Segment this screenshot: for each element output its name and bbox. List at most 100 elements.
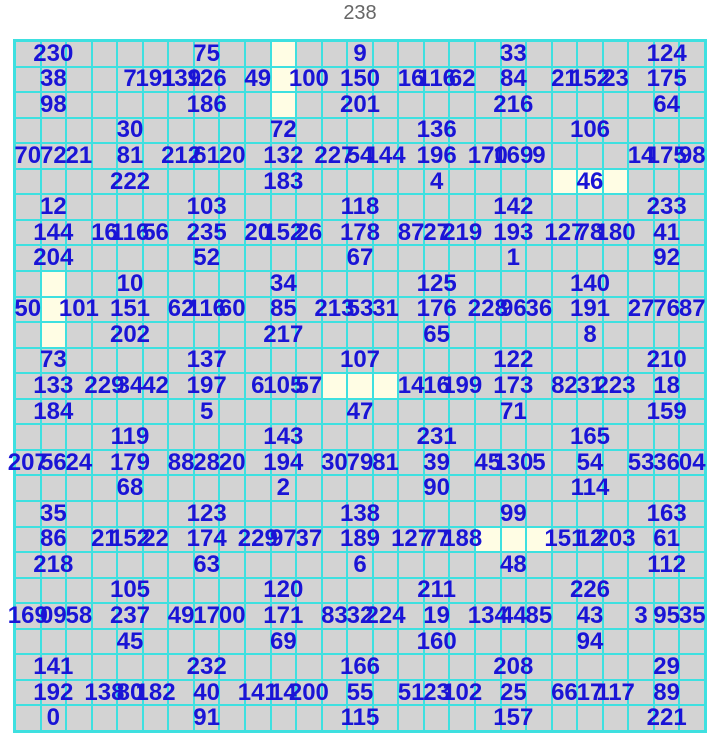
- grid-cell[interactable]: [526, 501, 552, 527]
- grid-cell[interactable]: [15, 679, 41, 706]
- grid-cell[interactable]: [91, 501, 118, 527]
- grid-cell[interactable]: [372, 603, 399, 629]
- grid-cell[interactable]: [270, 654, 297, 680]
- grid-cell[interactable]: [628, 603, 654, 629]
- grid-cell[interactable]: [602, 398, 629, 425]
- grid-cell[interactable]: [193, 245, 220, 271]
- grid-cell[interactable]: [398, 271, 424, 297]
- grid-cell[interactable]: [398, 143, 424, 169]
- grid-cell[interactable]: [142, 449, 169, 476]
- empty-cell[interactable]: [270, 66, 297, 93]
- grid-cell[interactable]: [423, 168, 450, 195]
- grid-cell[interactable]: [526, 66, 552, 93]
- empty-cell[interactable]: [270, 92, 297, 118]
- grid-cell[interactable]: [628, 41, 654, 67]
- grid-cell[interactable]: [551, 501, 578, 527]
- grid-cell[interactable]: [551, 347, 578, 374]
- grid-cell[interactable]: [142, 41, 169, 67]
- grid-cell[interactable]: [372, 475, 399, 501]
- grid-cell[interactable]: [142, 92, 169, 118]
- grid-cell[interactable]: [117, 117, 143, 144]
- grid-cell[interactable]: [91, 679, 118, 706]
- grid-cell[interactable]: [296, 679, 322, 706]
- grid-cell[interactable]: [500, 705, 527, 731]
- grid-cell[interactable]: [15, 398, 41, 425]
- grid-cell[interactable]: [577, 475, 603, 501]
- grid-cell[interactable]: [66, 705, 92, 731]
- grid-cell[interactable]: [245, 92, 271, 118]
- grid-cell[interactable]: [500, 603, 527, 629]
- grid-cell[interactable]: [398, 398, 424, 425]
- grid-cell[interactable]: [398, 475, 424, 501]
- grid-cell[interactable]: [15, 705, 41, 731]
- grid-cell[interactable]: [142, 219, 169, 246]
- grid-cell[interactable]: [628, 373, 654, 399]
- grid-cell[interactable]: [577, 705, 603, 731]
- grid-cell[interactable]: [40, 66, 67, 93]
- grid-cell[interactable]: [91, 628, 118, 655]
- grid-cell[interactable]: [321, 705, 348, 731]
- grid-cell[interactable]: [449, 577, 475, 604]
- grid-cell[interactable]: [142, 322, 169, 348]
- grid-cell[interactable]: [321, 654, 348, 680]
- grid-cell[interactable]: [423, 245, 450, 271]
- grid-cell[interactable]: [347, 66, 373, 93]
- grid-cell[interactable]: [40, 117, 67, 144]
- grid-cell[interactable]: [40, 501, 67, 527]
- grid-cell[interactable]: [66, 603, 92, 629]
- grid-cell[interactable]: [40, 41, 67, 67]
- grid-cell[interactable]: [321, 66, 348, 93]
- grid-cell[interactable]: [321, 296, 348, 323]
- grid-cell[interactable]: [628, 424, 654, 450]
- grid-cell[interactable]: [628, 347, 654, 374]
- grid-cell[interactable]: [449, 628, 475, 655]
- grid-cell[interactable]: [321, 271, 348, 297]
- grid-cell[interactable]: [423, 526, 450, 553]
- grid-cell[interactable]: [168, 168, 194, 195]
- grid-cell[interactable]: [15, 271, 41, 297]
- grid-cell[interactable]: [423, 475, 450, 501]
- grid-cell[interactable]: [270, 424, 297, 450]
- grid-cell[interactable]: [577, 92, 603, 118]
- grid-cell[interactable]: [449, 41, 475, 67]
- grid-cell[interactable]: [475, 705, 501, 731]
- grid-cell[interactable]: [193, 41, 220, 67]
- grid-cell[interactable]: [423, 577, 450, 604]
- grid-cell[interactable]: [398, 603, 424, 629]
- grid-cell[interactable]: [500, 271, 527, 297]
- grid-cell[interactable]: [526, 705, 552, 731]
- grid-cell[interactable]: [347, 705, 373, 731]
- grid-cell[interactable]: [117, 424, 143, 450]
- grid-cell[interactable]: [475, 475, 501, 501]
- grid-cell[interactable]: [423, 603, 450, 629]
- grid-cell[interactable]: [193, 501, 220, 527]
- grid-cell[interactable]: [372, 501, 399, 527]
- empty-cell[interactable]: [475, 526, 501, 553]
- grid-cell[interactable]: [15, 475, 41, 501]
- grid-cell[interactable]: [270, 449, 297, 476]
- grid-cell[interactable]: [602, 424, 629, 450]
- grid-cell[interactable]: [679, 373, 705, 399]
- empty-cell[interactable]: [40, 296, 67, 323]
- grid-cell[interactable]: [168, 398, 194, 425]
- grid-cell[interactable]: [219, 449, 245, 476]
- grid-cell[interactable]: [142, 347, 169, 374]
- grid-cell[interactable]: [168, 373, 194, 399]
- grid-cell[interactable]: [15, 577, 41, 604]
- grid-cell[interactable]: [66, 245, 92, 271]
- grid-cell[interactable]: [66, 501, 92, 527]
- grid-cell[interactable]: [551, 449, 578, 476]
- grid-cell[interactable]: [551, 271, 578, 297]
- grid-cell[interactable]: [577, 398, 603, 425]
- grid-cell[interactable]: [500, 373, 527, 399]
- grid-cell[interactable]: [219, 347, 245, 374]
- grid-cell[interactable]: [91, 475, 118, 501]
- grid-cell[interactable]: [91, 552, 118, 578]
- grid-cell[interactable]: [117, 373, 143, 399]
- grid-cell[interactable]: [91, 219, 118, 246]
- grid-cell[interactable]: [653, 501, 680, 527]
- grid-cell[interactable]: [679, 271, 705, 297]
- grid-cell[interactable]: [193, 373, 220, 399]
- grid-cell[interactable]: [551, 475, 578, 501]
- grid-cell[interactable]: [551, 679, 578, 706]
